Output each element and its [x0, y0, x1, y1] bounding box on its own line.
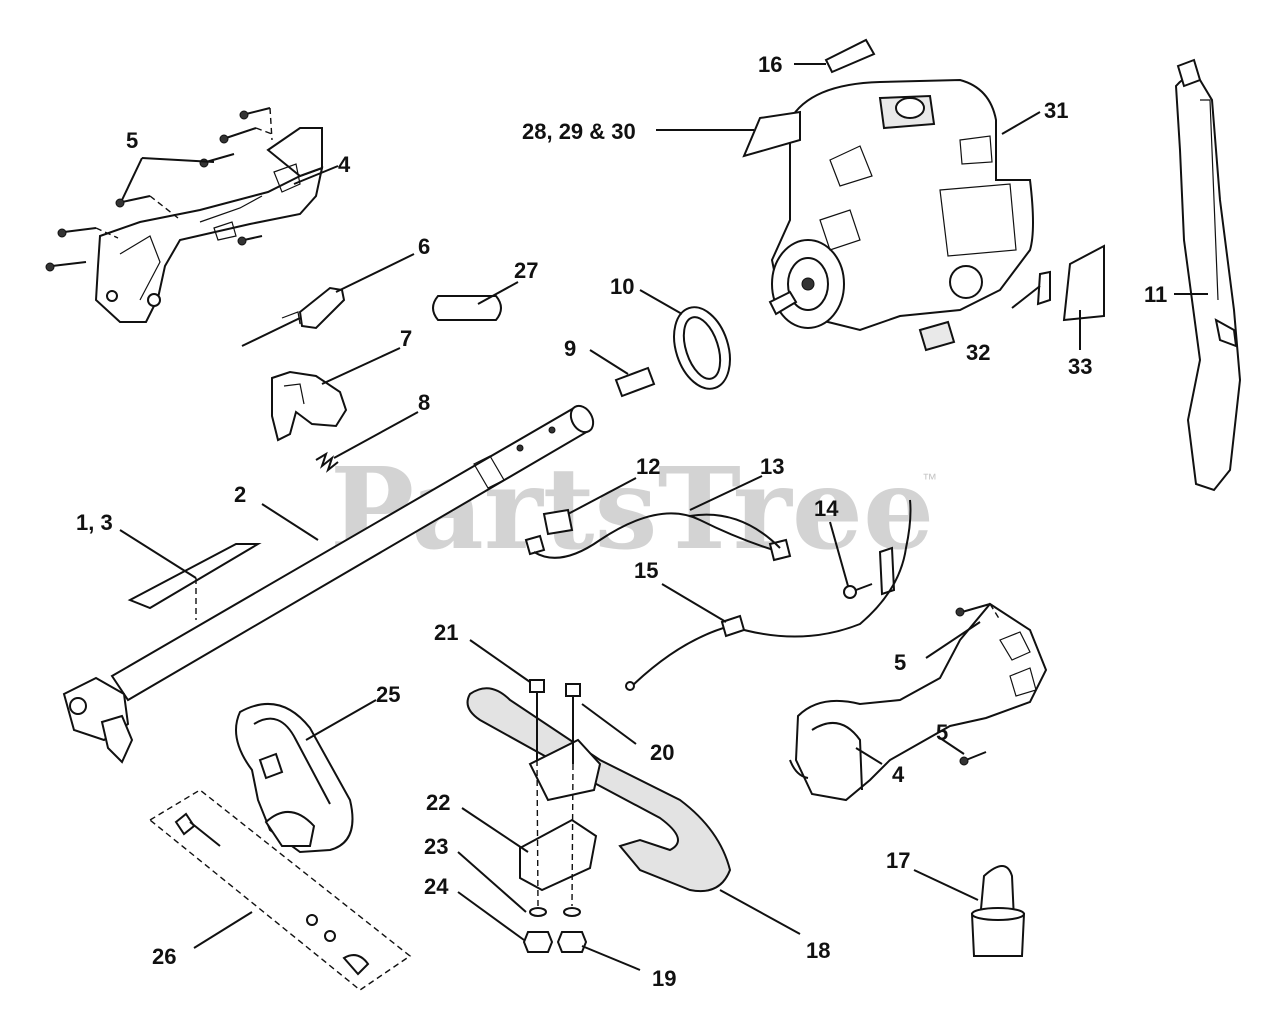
callout-6[interactable]: 6: [418, 234, 430, 259]
part-4-upper-housing[interactable]: [94, 127, 324, 323]
part-28-29-30-labels[interactable]: [742, 110, 801, 158]
callout-5-lower-a[interactable]: 5: [894, 650, 906, 675]
callout-5-upper[interactable]: 5: [126, 128, 138, 153]
callout-18[interactable]: 18: [806, 938, 830, 963]
callout-31[interactable]: 31: [1044, 98, 1068, 123]
callout-24[interactable]: 24: [424, 874, 449, 899]
parts-19-23-24-nuts-washers[interactable]: [522, 907, 588, 953]
callout-22[interactable]: 22: [426, 790, 450, 815]
callout-19[interactable]: 19: [652, 966, 676, 991]
part-26-handle-hardware-kit[interactable]: [148, 789, 412, 991]
part-33-label[interactable]: [1062, 244, 1105, 322]
callout-5-lower-b[interactable]: 5: [936, 720, 948, 745]
callout-labels: 16 28, 29 & 30 31 5 4 6 27 10 7 9 8 32 3…: [76, 52, 1167, 991]
callout-32[interactable]: 32: [966, 340, 990, 365]
callout-1-3[interactable]: 1, 3: [76, 510, 113, 535]
part-16-label[interactable]: [824, 38, 876, 74]
callout-10[interactable]: 10: [610, 274, 634, 299]
callout-11[interactable]: 11: [1144, 282, 1167, 307]
callout-4-upper[interactable]: 4: [338, 152, 351, 177]
part-2-drive-tube[interactable]: [110, 402, 598, 702]
callout-15[interactable]: 15: [634, 558, 658, 583]
screws-5-lower[interactable]: [955, 603, 1001, 766]
callout-23[interactable]: 23: [424, 834, 448, 859]
part-25-loop-handle[interactable]: [235, 703, 354, 854]
watermark-trademark: ™: [922, 471, 937, 488]
part-4-lower-housing[interactable]: [789, 602, 1048, 802]
part-22-handle-clamp[interactable]: [519, 738, 602, 892]
part-6-throttle-trigger[interactable]: [241, 286, 346, 347]
callout-27[interactable]: 27: [514, 258, 538, 283]
part-13-ignition-wire[interactable]: [533, 512, 792, 562]
callout-20[interactable]: 20: [650, 740, 674, 765]
callout-2[interactable]: 2: [234, 482, 246, 507]
part-12-stop-switch[interactable]: [524, 508, 574, 556]
leader-lines: [119, 63, 1208, 971]
part-32-component[interactable]: [1036, 270, 1051, 306]
callout-28-29-30[interactable]: 28, 29 & 30: [522, 119, 636, 144]
part-8-spring[interactable]: [315, 451, 339, 473]
callout-7[interactable]: 7: [400, 326, 412, 351]
callout-8[interactable]: 8: [418, 390, 430, 415]
callout-17[interactable]: 17: [886, 848, 910, 873]
callout-33[interactable]: 33: [1068, 354, 1092, 379]
lower-coupler-head[interactable]: [62, 676, 134, 764]
part-7-throttle-lockout[interactable]: [271, 370, 348, 442]
callout-9[interactable]: 9: [564, 336, 576, 361]
screws-5-upper[interactable]: [45, 107, 273, 272]
part-27-label[interactable]: [432, 295, 502, 321]
callout-14[interactable]: 14: [814, 496, 839, 521]
part-18-rear-handle-grip[interactable]: [466, 687, 732, 892]
part-10-clamp-ring[interactable]: [664, 300, 739, 396]
part-11-shoulder-strap[interactable]: [1174, 58, 1242, 492]
callout-4-lower[interactable]: 4: [892, 762, 905, 787]
callout-12[interactable]: 12: [636, 454, 660, 479]
parts-20-21-bolts[interactable]: [529, 679, 581, 907]
part-9-coupler[interactable]: [614, 366, 656, 398]
callout-25[interactable]: 25: [376, 682, 400, 707]
part-17-tool[interactable]: [970, 865, 1026, 957]
engine-assembly[interactable]: [768, 78, 1034, 352]
callout-13[interactable]: 13: [760, 454, 784, 479]
callout-26[interactable]: 26: [152, 944, 176, 969]
part-14-screw[interactable]: [843, 546, 896, 599]
callout-21[interactable]: 21: [434, 620, 458, 645]
part-15-throttle-cable[interactable]: [625, 499, 912, 691]
callout-16[interactable]: 16: [758, 52, 782, 77]
